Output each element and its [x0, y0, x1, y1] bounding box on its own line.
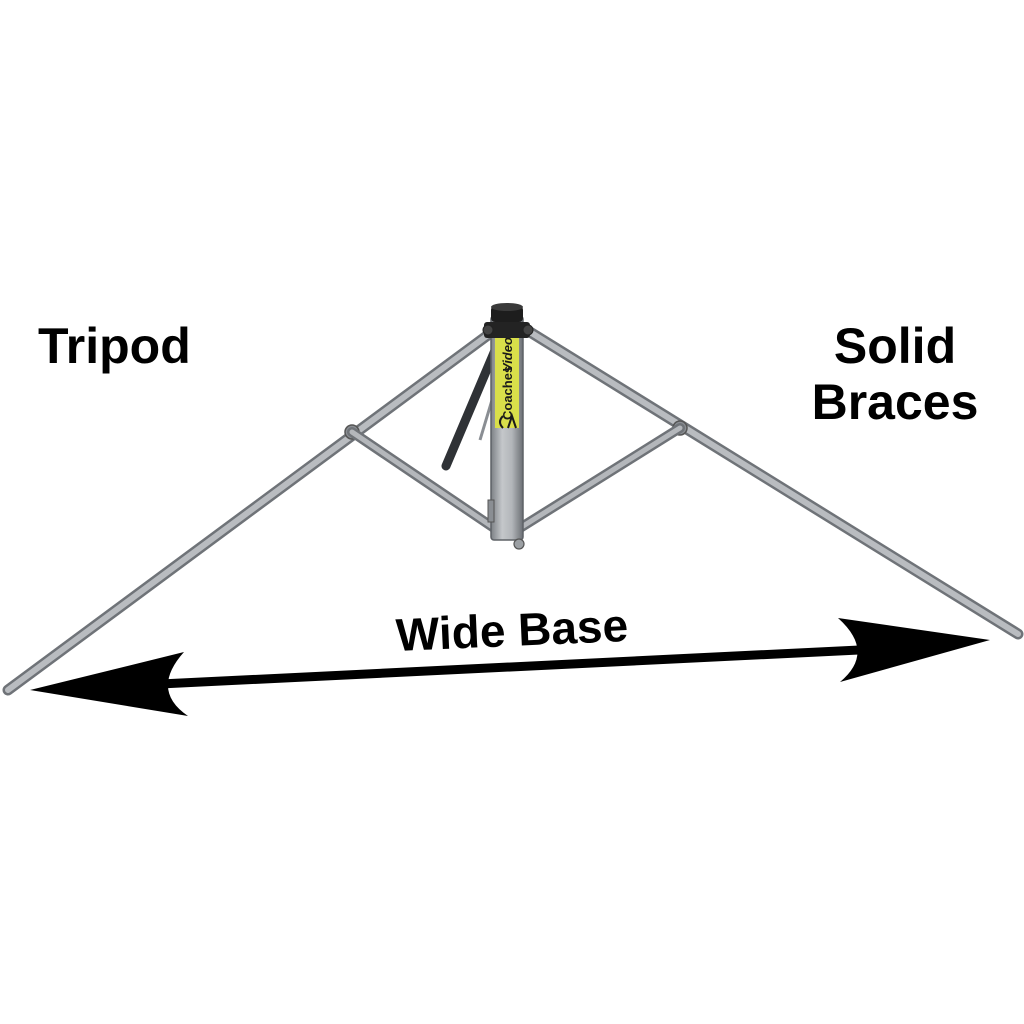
cv-logo-icon [499, 412, 517, 429]
pole-label-brand: Coaches [500, 366, 515, 420]
caption-solid: Solid [833, 318, 957, 374]
right-brace [515, 423, 685, 533]
back-leg [441, 343, 501, 471]
double-headed-arrow-icon [30, 618, 990, 716]
left-brace [347, 427, 499, 533]
center-pole: Coaches Video [487, 315, 525, 550]
caption-solid-braces: Solid Braces [790, 318, 1000, 430]
caption-braces: Braces [811, 374, 979, 430]
caption-wide-base: Wide Base [394, 598, 630, 661]
caption-tripod: Tripod [38, 318, 191, 374]
pole-label [495, 336, 519, 428]
pole-label-accent: Video [500, 337, 515, 372]
pole-cap [482, 303, 534, 338]
